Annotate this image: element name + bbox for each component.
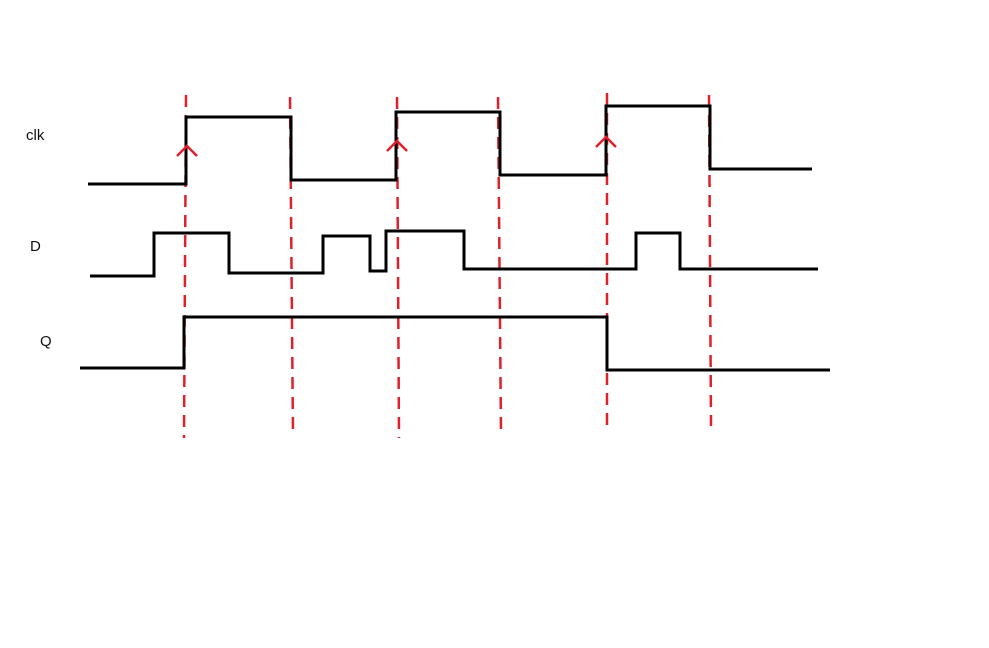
- signal-label-q: Q: [40, 333, 52, 350]
- rising-edge-arrow-icon: [386, 139, 408, 152]
- rising-edge-arrow-icon: [176, 144, 198, 157]
- signal-label-d: D: [30, 238, 41, 255]
- clock-edge-guide: [182, 94, 188, 439]
- d-waveform: [90, 229, 818, 278]
- q-waveform: [80, 315, 830, 372]
- clock-edge-guide: [395, 96, 401, 439]
- signal-label-clk: clk: [26, 127, 45, 144]
- clock-edge-guide: [288, 96, 295, 437]
- rising-edge-arrow-icon: [595, 135, 617, 148]
- clock-edge-guide: [496, 96, 503, 435]
- clk-waveform: [88, 104, 812, 186]
- clock-edge-guide: [707, 94, 713, 427]
